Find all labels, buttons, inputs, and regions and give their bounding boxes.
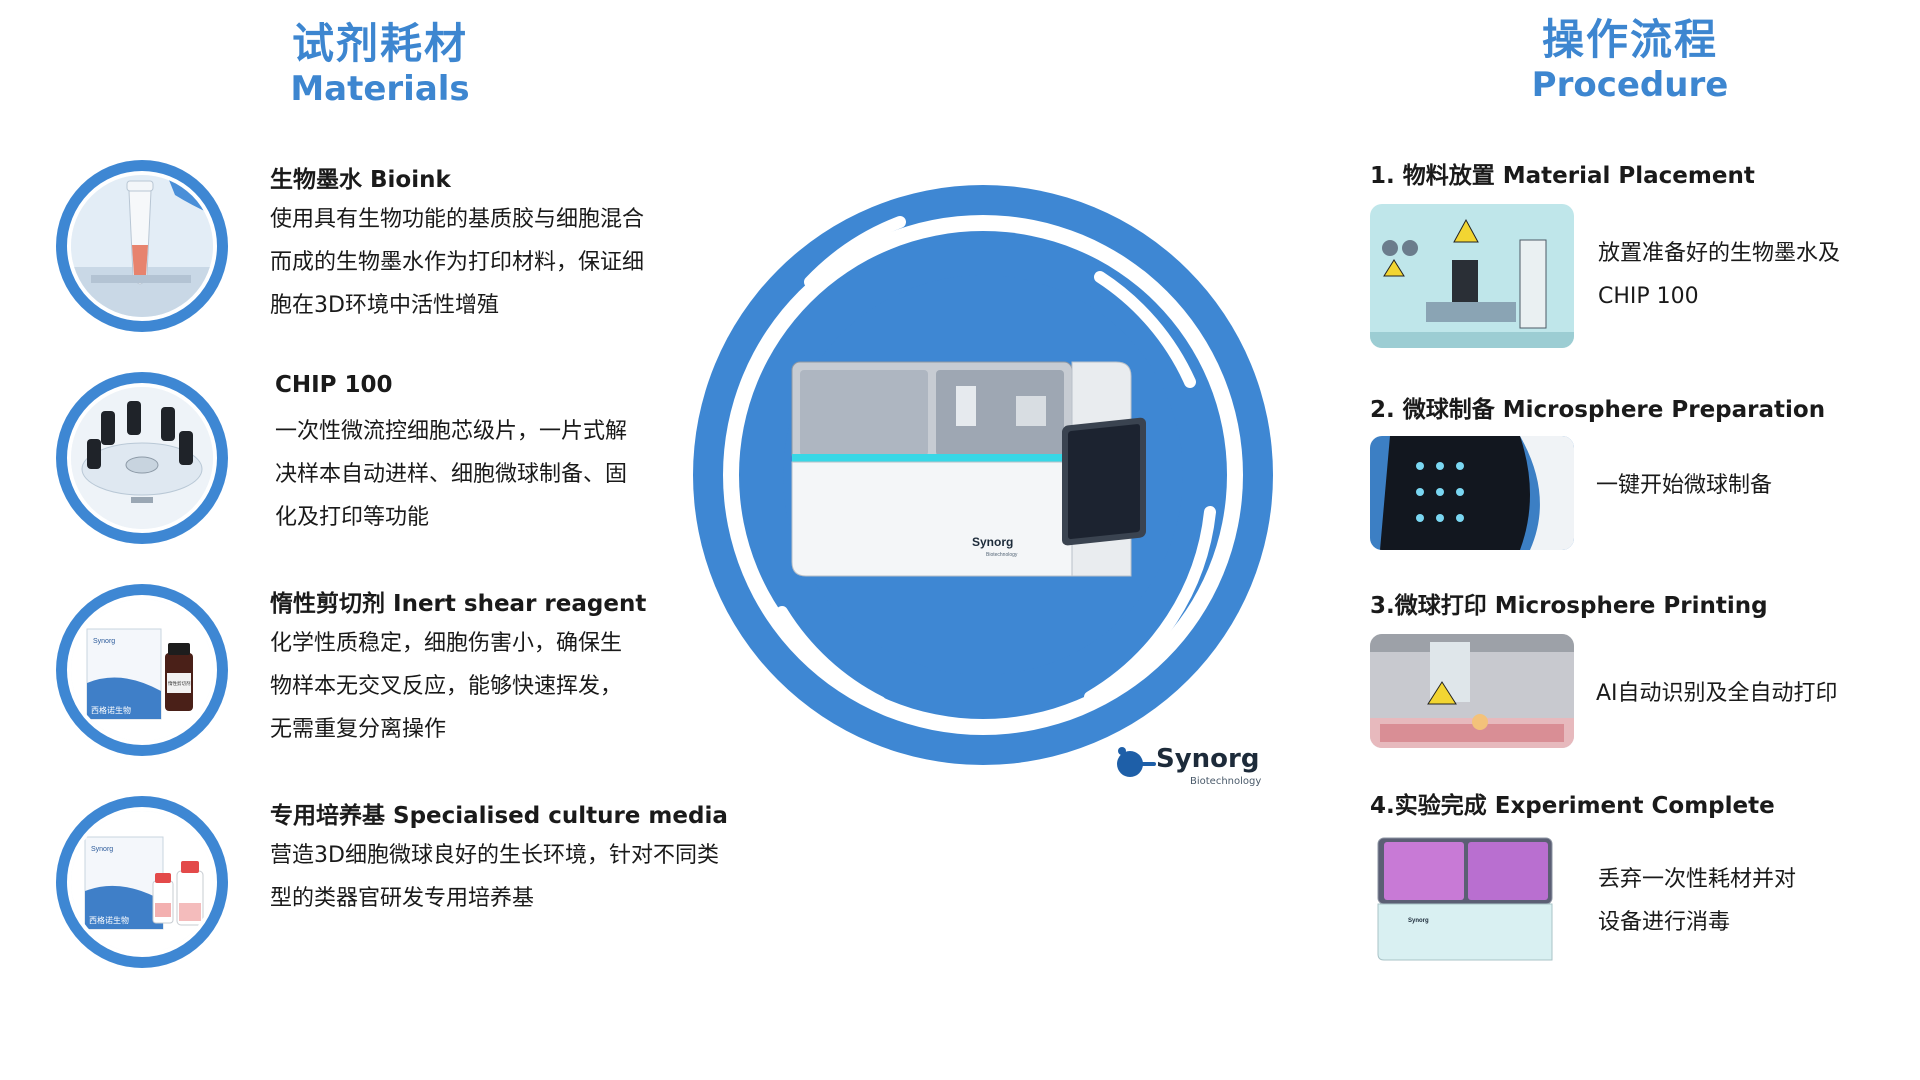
bioprinter-instrument: Synorg Biotechnology [791,361,1146,577]
step-3-desc-line: AI自动识别及全自动打印 [1596,681,1838,706]
reagent-desc-line: 物样本无交叉反应，能够快速挥发， [270,674,623,699]
reagent-title: 惰性剪切剂 Inert shear reagent [270,591,647,617]
step-2-image [1370,436,1574,550]
media-description: 营造3D细胞微球良好的生长环境，针对不同类 型的类器官研发专用培养基 [270,834,790,920]
step-3-title: 3.微球打印 Microsphere Printing [1370,593,1768,619]
reagent-description: 化学性质稳定，细胞伤害小，确保生 物样本无交叉反应，能够快速挥发， 无需重复分离… [270,622,730,751]
materials-header: 试剂耗材 Materials [280,20,480,110]
reagent-box-brand: 西格诺生物 [91,705,131,715]
bioink-desc-line: 胞在3D环境中活性增殖 [270,293,499,318]
step-4-desc-line: 丢弃一次性耗材并对 [1598,867,1797,892]
chip-title: CHIP 100 [275,372,393,398]
chip-desc-line: 决样本自动进样、细胞微球制备、固 [275,462,628,487]
chip-description: 一次性微流控细胞芯级片，一片式解 决样本自动进样、细胞微球制备、固 化及打印等功… [275,410,735,539]
bioink-desc-line: 使用具有生物功能的基质胶与细胞混合 [270,207,645,232]
chip-thumbnail [56,372,228,544]
bioink-desc-line: 而成的生物墨水作为打印材料，保证细 [270,250,645,275]
procedure-header-en: Procedure [1531,65,1729,105]
material-culture-media: Synorg 西格诺生物 专用培养基 Specialised culture m… [0,796,780,986]
media-desc-line: 型的类器官研发专用培养基 [270,886,535,911]
step-1-title: 1. 物料放置 Material Placement [1370,163,1755,189]
bioink-title: 生物墨水 Bioink [270,167,451,193]
media-box-logo: Synorg [91,846,113,853]
microsphere-printing-photo [1370,634,1574,748]
step-4-image: Synorg [1370,834,1556,970]
procedure-header: 操作流程 Procedure [1520,16,1740,106]
step-3-image [1370,634,1574,748]
bottle-label: 惰性剪切剂 [168,680,191,687]
bioink-tube-image [71,175,213,317]
step-3-description: AI自动识别及全自动打印 [1596,672,1838,715]
bioink-description: 使用具有生物功能的基质胶与细胞混合 而成的生物墨水作为打印材料，保证细 胞在3D… [270,198,730,327]
step-1-desc-line: CHIP 100 [1598,284,1699,309]
step-4-desc-line: 设备进行消毒 [1598,910,1731,935]
chip-desc-line: 一次性微流控细胞芯级片，一片式解 [275,419,628,444]
synorg-logo: Synorg Biotechnology [1112,742,1282,794]
instrument-brand-label: Synorg [972,535,1013,549]
material-bioink: 生物墨水 Bioink 使用具有生物功能的基质胶与细胞混合 而成的生物墨水作为打… [0,160,780,350]
media-title: 专用培养基 Specialised culture media [270,803,728,829]
brand-name: Synorg [1156,744,1260,774]
step-1-desc-line: 放置准备好的生物墨水及 [1598,241,1841,266]
step-4-title: 4.实验完成 Experiment Complete [1370,793,1775,819]
instrument-showcase: Synorg Biotechnology [690,182,1276,768]
chip-image [71,387,213,529]
materials-header-zh: 试剂耗材 [291,19,468,68]
step-2-description: 一键开始微球制备 [1596,464,1772,507]
reagent-desc-line: 无需重复分离操作 [270,717,447,742]
step-2-desc-line: 一键开始微球制备 [1596,473,1773,498]
reagent-desc-line: 化学性质稳定，细胞伤害小，确保生 [270,631,623,656]
step-4-machine-label: Synorg [1408,918,1429,924]
media-box-image: Synorg 西格诺生物 [71,811,213,953]
reagent-thumbnail: Synorg 西格诺生物 惰性剪切剂 [56,584,228,756]
step-2-title: 2. 微球制备 Microsphere Preparation [1370,397,1826,423]
synorg-logo-icon [1117,747,1156,777]
media-box-brand: 西格诺生物 [89,915,129,925]
step-4-description: 丢弃一次性耗材并对 设备进行消毒 [1598,858,1796,944]
chip-desc-line: 化及打印等功能 [275,505,430,530]
instrument-brand-sub: Biotechnology [986,552,1018,558]
media-thumbnail: Synorg 西格诺生物 [56,796,228,968]
material-placement-photo [1370,204,1574,348]
procedure-header-zh: 操作流程 [1541,15,1718,64]
material-chip: CHIP 100 一次性微流控细胞芯级片，一片式解 决样本自动进样、细胞微球制备… [0,372,780,562]
bioink-thumbnail [56,160,228,332]
brand-sub: Biotechnology [1190,776,1262,787]
media-desc-line: 营造3D细胞微球良好的生长环境，针对不同类 [270,843,719,868]
materials-header-en: Materials [290,69,470,109]
microsphere-preparation-photo [1370,436,1574,550]
reagent-box-logo: Synorg [93,638,115,645]
reagent-box-image: Synorg 西格诺生物 惰性剪切剂 [71,599,213,741]
material-shear-reagent: Synorg 西格诺生物 惰性剪切剂 惰性剪切剂 Inert shear rea… [0,584,780,774]
step-1-description: 放置准备好的生物墨水及 CHIP 100 [1598,232,1840,318]
step-1-image [1370,204,1574,348]
experiment-complete-photo: Synorg [1370,834,1556,970]
